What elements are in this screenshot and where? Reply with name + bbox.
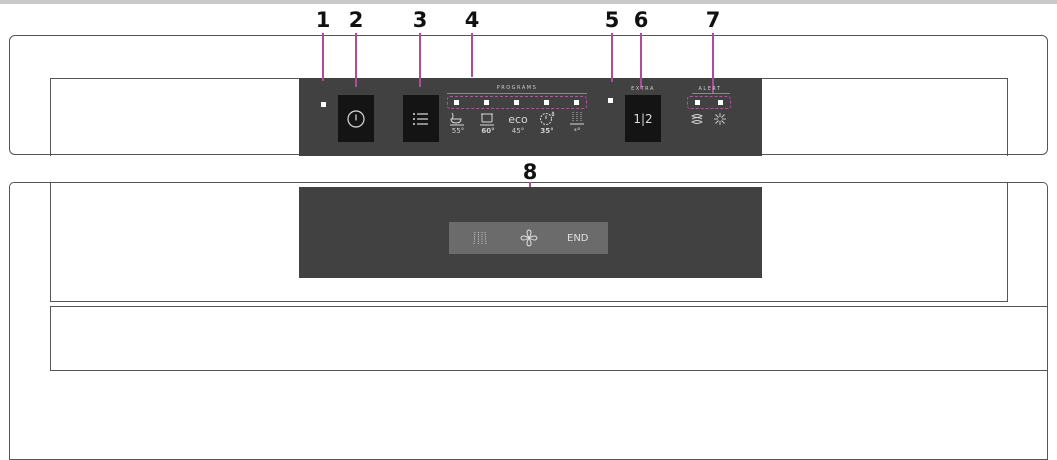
drying-phase-icon bbox=[520, 229, 538, 247]
lower-right-inner-line bbox=[1007, 183, 1008, 301]
program-leds-group bbox=[447, 96, 587, 109]
rinse-aid-icon bbox=[714, 113, 726, 125]
program-temp-3: 45° bbox=[511, 127, 525, 135]
upper-right-inner-line bbox=[1007, 78, 1008, 156]
callout-5: 5 bbox=[604, 8, 620, 32]
programs-title: PROGRAMS bbox=[496, 85, 538, 91]
upper-left-inner-line bbox=[50, 78, 51, 156]
callout-7: 7 bbox=[705, 8, 721, 32]
program-led-4 bbox=[544, 100, 549, 105]
leader-7 bbox=[712, 33, 714, 94]
program-led-1 bbox=[454, 100, 459, 105]
extra-led bbox=[608, 98, 613, 103]
power-led bbox=[321, 102, 326, 107]
top-border bbox=[0, 0, 1057, 4]
program-led-2 bbox=[484, 100, 489, 105]
pots-pans-icon bbox=[450, 112, 464, 126]
prewash-icon bbox=[570, 112, 584, 125]
program-led-5 bbox=[574, 100, 579, 105]
power-button[interactable] bbox=[338, 95, 374, 142]
lower-sub-line bbox=[50, 306, 1047, 307]
alert-underline bbox=[692, 93, 730, 94]
callout-2: 2 bbox=[348, 8, 364, 32]
alert-led-rinse bbox=[718, 100, 723, 105]
program-selector-button[interactable] bbox=[403, 95, 439, 142]
callout-8: 8 bbox=[522, 160, 538, 184]
leader-6 bbox=[640, 33, 642, 89]
end-indicator-label: END bbox=[567, 233, 589, 244]
lower-bottom-line bbox=[50, 370, 1047, 371]
program-list-icon bbox=[413, 112, 428, 125]
extra-title: EXTRA bbox=[631, 86, 655, 92]
lower-left-inner-line bbox=[50, 183, 51, 301]
callout-6: 6 bbox=[633, 8, 649, 32]
alert-title: ALERT bbox=[698, 86, 722, 92]
extra-button-label: 1|2 bbox=[633, 111, 653, 126]
salt-refill-icon bbox=[691, 114, 703, 124]
callout-3: 3 bbox=[412, 8, 428, 32]
leader-3 bbox=[419, 33, 421, 87]
program-temp-5: *° bbox=[573, 127, 581, 135]
program-temp-2: 60° bbox=[481, 127, 495, 135]
leader-2 bbox=[355, 33, 357, 87]
leader-5 bbox=[611, 33, 613, 82]
extra-button[interactable]: 1|2 bbox=[625, 95, 661, 142]
washing-phase-icon bbox=[473, 231, 487, 245]
program-led-3 bbox=[514, 100, 519, 105]
programs-underline bbox=[447, 93, 587, 94]
callout-4: 4 bbox=[464, 8, 480, 32]
intensive-icon bbox=[480, 113, 494, 126]
alert-leds-group bbox=[687, 96, 731, 109]
callout-1: 1 bbox=[315, 8, 331, 32]
power-icon bbox=[347, 109, 365, 128]
alert-led-salt bbox=[695, 100, 700, 105]
leader-4 bbox=[471, 33, 473, 77]
lower-sub-left-line bbox=[50, 306, 51, 370]
eco-label: eco bbox=[508, 113, 528, 126]
program-temp-1: 55° bbox=[451, 127, 465, 135]
leader-1 bbox=[322, 33, 324, 81]
lower-divider-line bbox=[50, 301, 1008, 302]
quick-wash-icon bbox=[540, 111, 555, 125]
control-panel bbox=[299, 78, 762, 156]
program-temp-4: 35° bbox=[540, 127, 554, 135]
